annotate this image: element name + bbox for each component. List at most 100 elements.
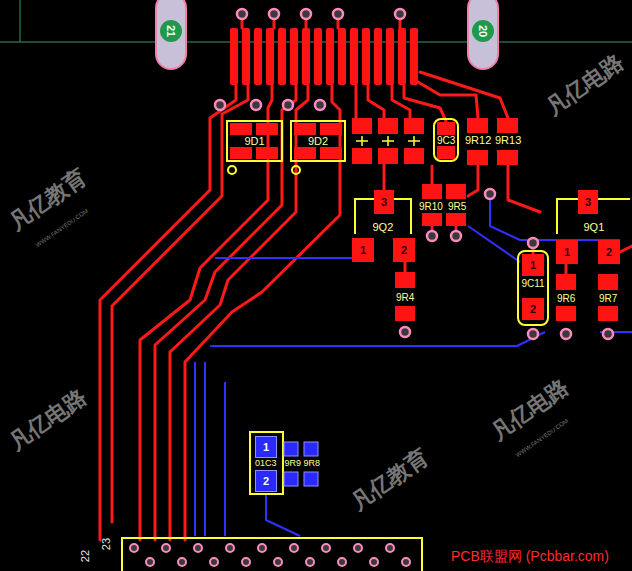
via xyxy=(251,100,261,110)
copper-pad xyxy=(284,472,298,486)
designator: 9R6 xyxy=(557,293,575,304)
pcb-trace xyxy=(565,264,568,274)
designator: 9D1 xyxy=(245,135,265,147)
copper-pad xyxy=(266,28,274,85)
copper-pad xyxy=(422,213,442,226)
pcb-trace xyxy=(185,85,340,540)
copper-pad xyxy=(556,306,576,321)
copper-pad xyxy=(256,123,278,135)
via xyxy=(130,544,138,552)
copper-pad xyxy=(352,118,372,134)
copper-pad xyxy=(230,28,238,85)
via xyxy=(283,100,293,110)
via xyxy=(395,9,405,19)
pcb-trace xyxy=(170,85,308,540)
pcb-trace xyxy=(392,85,410,118)
via xyxy=(333,9,343,19)
via xyxy=(292,166,300,174)
copper-pad xyxy=(304,442,318,456)
designator: 9R5 xyxy=(448,201,466,212)
smd-pad: 2 xyxy=(393,238,415,262)
copper-pad xyxy=(294,147,316,159)
copper-pad xyxy=(398,28,406,85)
copper-pad xyxy=(395,306,415,321)
pad-number: 3 xyxy=(381,196,387,208)
mounting-pad: 20 xyxy=(467,0,499,70)
designator: 9R4 xyxy=(396,292,414,303)
pcb-trace xyxy=(194,362,196,536)
pcb-trace xyxy=(140,85,272,540)
via xyxy=(354,544,362,552)
pcb-group xyxy=(215,9,613,339)
pad-number: 3 xyxy=(585,196,591,208)
copper-pad xyxy=(320,147,342,159)
via xyxy=(451,231,461,241)
pad-number: 20 xyxy=(472,20,494,42)
smd-pad: 2 xyxy=(598,240,620,264)
mounting-pad: 21 xyxy=(155,0,187,70)
via xyxy=(162,544,170,552)
copper-pad xyxy=(314,28,322,85)
via xyxy=(269,9,279,19)
smd-pad: 1 xyxy=(352,238,374,262)
via xyxy=(400,327,410,337)
copper-pad xyxy=(294,123,316,135)
pcb-trace xyxy=(266,494,300,536)
silkscreen-line xyxy=(387,136,389,146)
silkscreen-line xyxy=(20,0,21,42)
pcb-trace xyxy=(224,382,226,536)
pcb-trace xyxy=(468,166,478,196)
via xyxy=(146,558,154,566)
via xyxy=(315,100,325,110)
bottom-pad: 2 xyxy=(255,470,277,492)
watermark: 凡亿电路 xyxy=(5,385,91,455)
copper-pad xyxy=(404,118,424,134)
via xyxy=(528,329,538,339)
copper-pad xyxy=(374,28,382,85)
copper-pad xyxy=(467,118,488,133)
watermark: 凡亿电路 xyxy=(542,50,628,120)
copper-pad xyxy=(404,148,424,164)
pcb-group xyxy=(356,136,420,146)
copper-pad xyxy=(556,274,576,290)
pcb-trace xyxy=(468,226,520,262)
pcb-trace xyxy=(155,85,296,540)
copper-pad xyxy=(242,28,250,85)
pcb-group xyxy=(230,28,418,85)
via xyxy=(274,558,282,566)
copper-pad xyxy=(598,306,618,321)
copper-pad xyxy=(410,28,418,85)
designator: 9Q1 xyxy=(584,221,605,233)
pad-number: 2 xyxy=(530,303,536,315)
copper-pad xyxy=(278,28,286,85)
pad-number: 2 xyxy=(401,244,407,256)
smd-pad: 1 xyxy=(522,254,544,276)
copper-pad xyxy=(256,147,278,159)
via xyxy=(322,544,330,552)
via xyxy=(370,558,378,566)
designator: 9R7 xyxy=(599,293,617,304)
pcb-trace xyxy=(431,166,434,185)
pcb-trace xyxy=(100,85,236,540)
copper-pad xyxy=(446,213,466,226)
pin-number: 23 xyxy=(100,538,112,550)
pad-number: 1 xyxy=(530,259,536,271)
smd-pad: 1 xyxy=(556,240,578,264)
copper-pad xyxy=(378,148,398,164)
pad-number: 1 xyxy=(360,244,366,256)
via xyxy=(306,558,314,566)
pcb-trace xyxy=(215,257,352,259)
designator: 9R13 xyxy=(495,134,521,146)
designator: 9R9 xyxy=(285,459,302,469)
copper-pad xyxy=(395,272,415,288)
copper-pad xyxy=(497,150,518,165)
copper-pad xyxy=(326,28,334,85)
via xyxy=(301,9,311,19)
bottom-pad: 1 xyxy=(255,436,277,458)
copper-pad xyxy=(378,118,398,134)
pad-number: 1 xyxy=(263,441,269,453)
via xyxy=(242,558,250,566)
designator: 9R8 xyxy=(304,459,321,469)
copper-pad xyxy=(598,274,618,290)
